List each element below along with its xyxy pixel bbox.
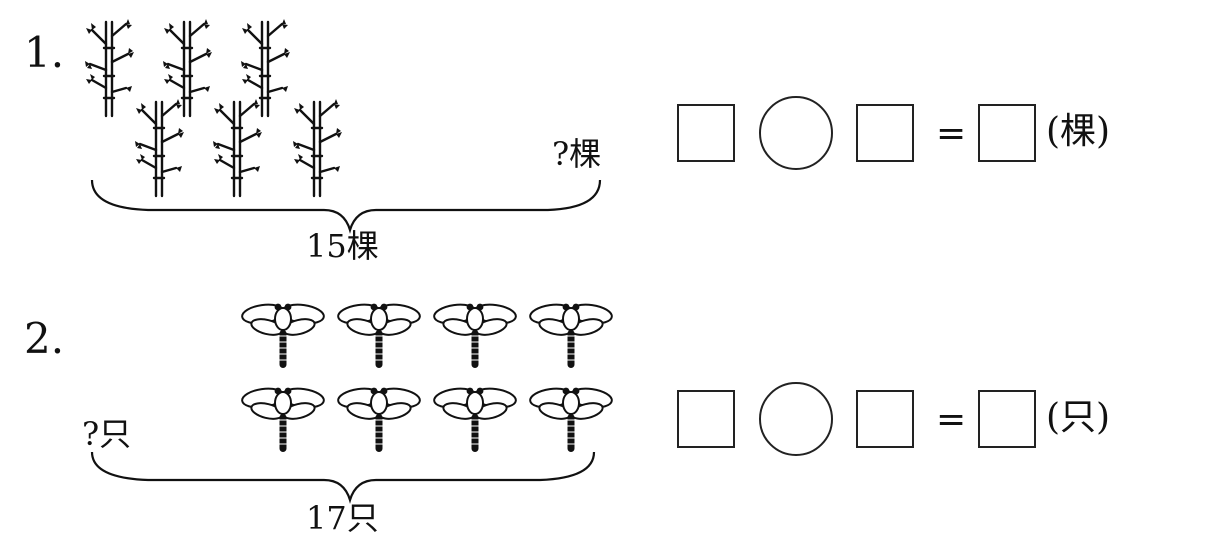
answer-box-second[interactable] xyxy=(856,390,914,448)
answer-box-result[interactable] xyxy=(978,104,1036,162)
unit-label: (只) xyxy=(1046,397,1111,438)
answer-box-second[interactable] xyxy=(856,104,914,162)
operator-circle[interactable] xyxy=(759,382,833,456)
equals-sign: = xyxy=(936,113,967,154)
answer-box-first[interactable] xyxy=(677,104,735,162)
dragonfly-icon xyxy=(430,302,520,372)
total-brace xyxy=(90,451,596,504)
total-brace xyxy=(90,179,602,234)
part-label: ?棵 xyxy=(552,135,602,173)
answer-box-result[interactable] xyxy=(978,390,1036,448)
bamboo-icon xyxy=(84,18,134,118)
unit-label: (棵) xyxy=(1046,111,1111,152)
total-label: 17只 xyxy=(306,499,379,537)
dragonfly-icon xyxy=(526,386,616,456)
problem-number: 2. xyxy=(24,314,65,363)
total-label: 15棵 xyxy=(306,227,379,265)
dragonfly-icon xyxy=(238,386,328,456)
dragonfly-icon xyxy=(238,302,328,372)
dragonfly-icon xyxy=(430,386,520,456)
dragonfly-icon xyxy=(334,302,424,372)
operator-circle[interactable] xyxy=(759,96,833,170)
answer-box-first[interactable] xyxy=(677,390,735,448)
dragonfly-icon xyxy=(526,302,616,372)
problem-number: 1. xyxy=(24,28,65,77)
equals-sign: = xyxy=(936,399,967,440)
dragonfly-icon xyxy=(334,386,424,456)
part-label: ?只 xyxy=(82,415,132,453)
